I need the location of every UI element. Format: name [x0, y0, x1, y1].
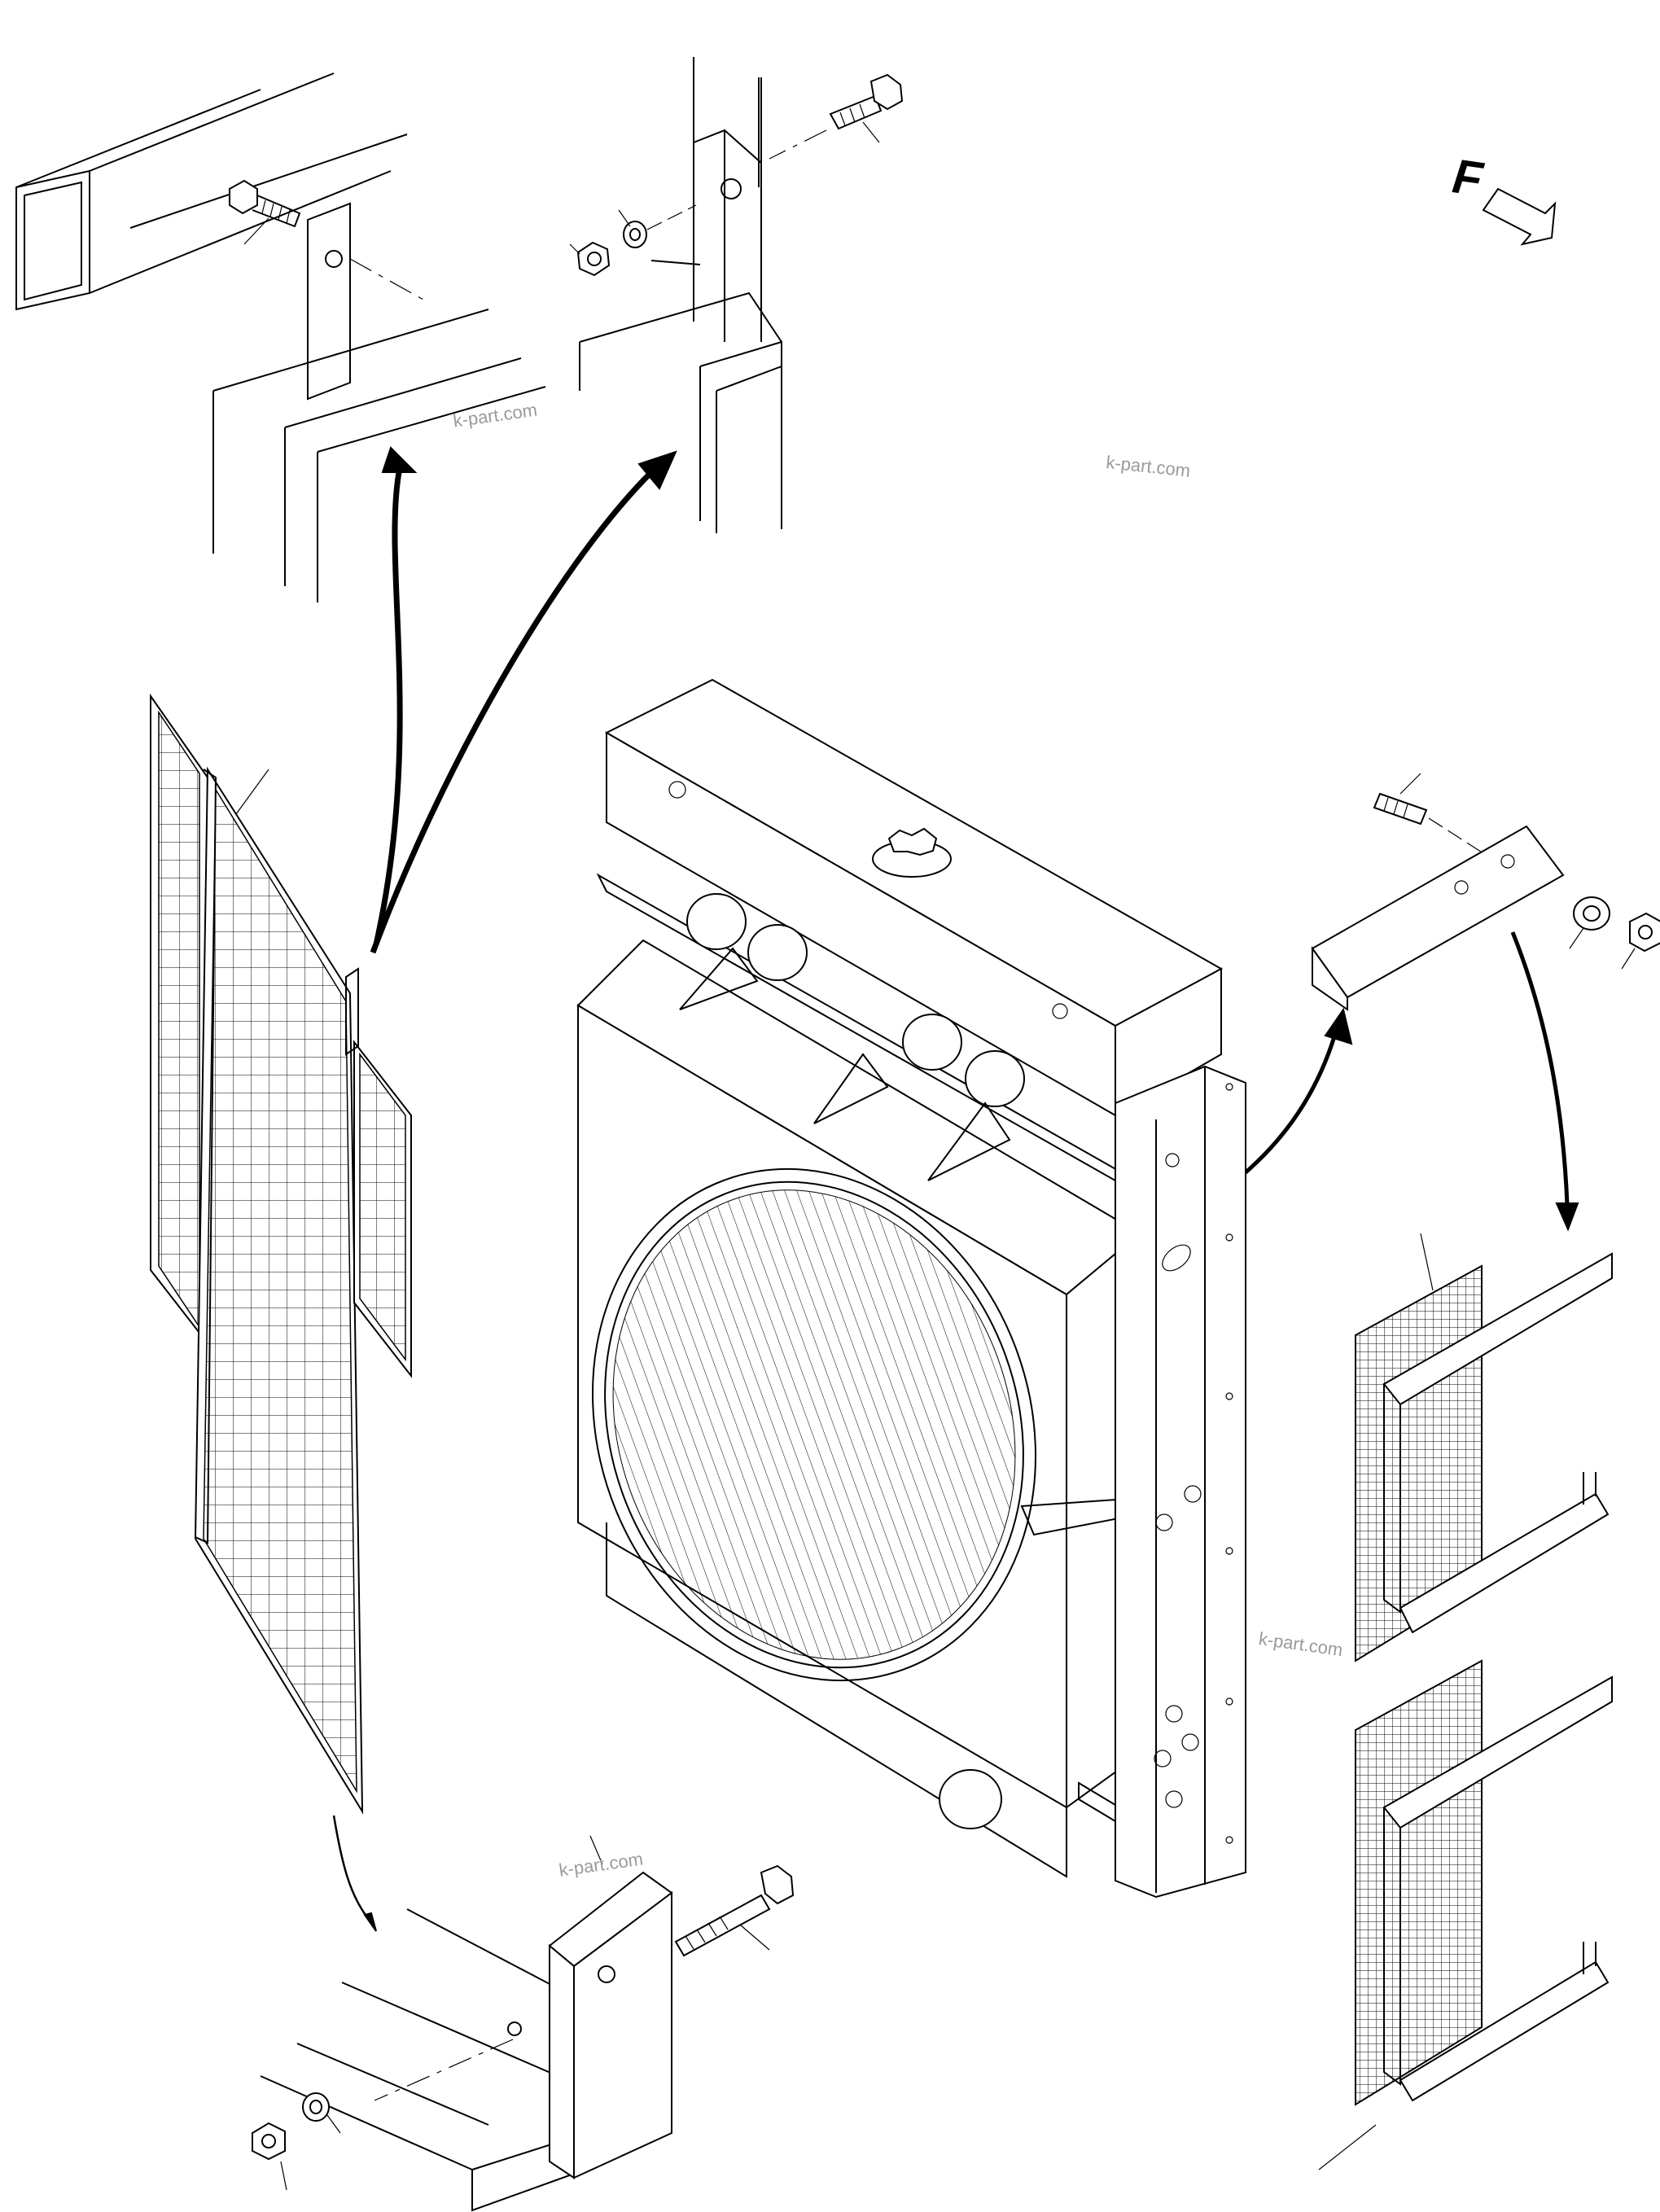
bolt-icon: [769, 73, 904, 160]
nut-icon: [569, 241, 611, 277]
front-direction-arrow-icon: [1482, 187, 1557, 246]
washer-icon: [302, 2092, 341, 2134]
nut-icon: [1621, 912, 1660, 970]
filler-cap-icon: [872, 827, 952, 878]
callout-arrows: [332, 446, 1579, 1932]
bolt-icon: [229, 179, 301, 245]
bottom-bracket-detail: [252, 1835, 795, 2212]
top-left-bracket-detail: [15, 72, 546, 602]
mounting-holes: [1154, 1083, 1233, 1844]
left-screen-assembly: [150, 693, 412, 1815]
washer-icon: [1569, 896, 1610, 949]
right-angle-bracket-detail: [1311, 773, 1660, 1011]
washer-icon: [618, 204, 697, 248]
radiator-assembly: [576, 678, 1246, 1899]
hose-icon: [686, 893, 1025, 1829]
right-screen-lower: [1318, 1659, 1613, 2170]
right-screen-upper: [1355, 1233, 1613, 1662]
top-middle-bracket-detail: [569, 57, 904, 533]
nut-icon: [252, 2122, 287, 2191]
bolt-icon: [674, 1864, 795, 1957]
bolt-icon: [1373, 773, 1487, 856]
